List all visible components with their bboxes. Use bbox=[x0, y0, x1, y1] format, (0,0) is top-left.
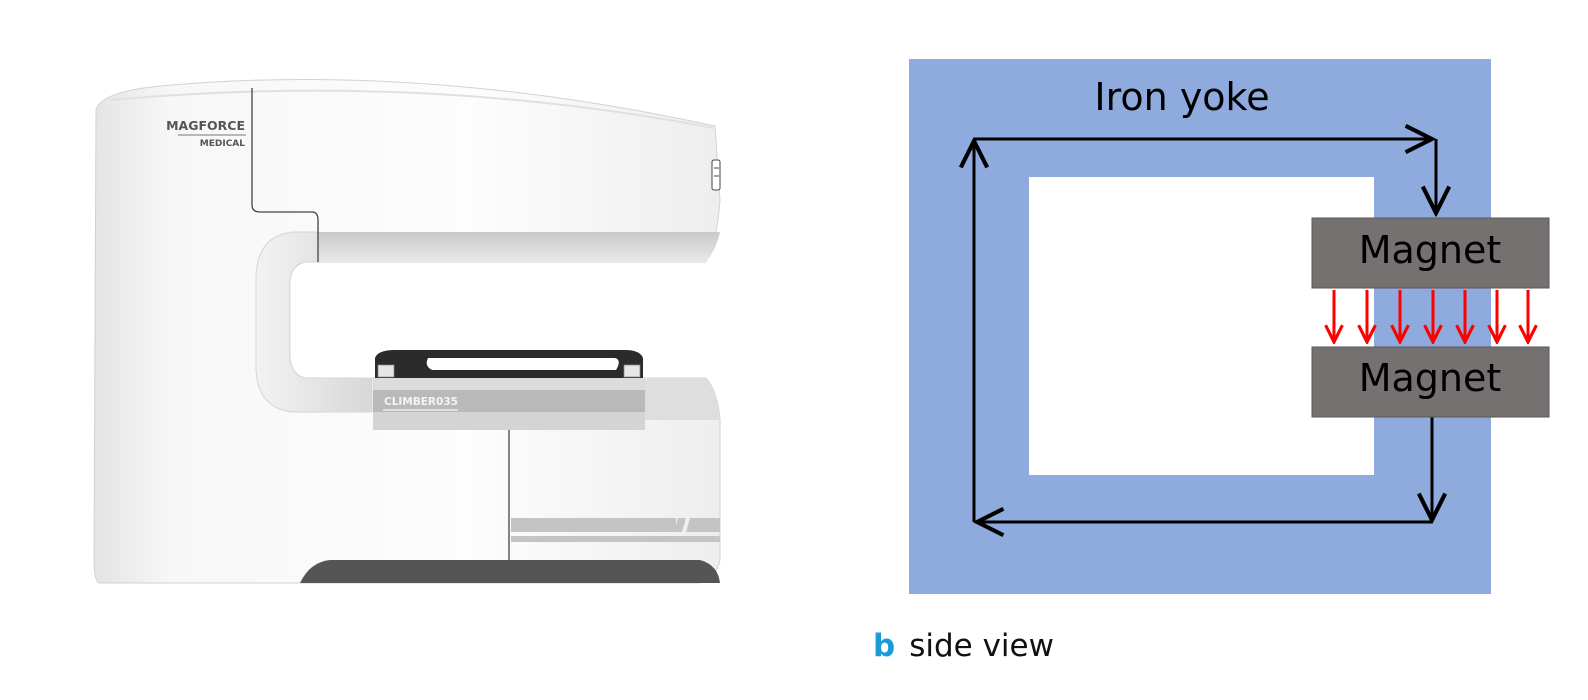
magnet-bottom bbox=[1311, 346, 1550, 418]
brand-magforce: MAGFORCE bbox=[166, 118, 245, 133]
figure-caption: b side view bbox=[873, 628, 1054, 664]
flux-path bbox=[974, 139, 1436, 522]
seam-line bbox=[251, 88, 319, 262]
magnetic-field-arrows bbox=[1334, 290, 1528, 342]
mri-scanner-illustration: MAGFORCE MEDICAL CLIMBER035 bbox=[93, 78, 721, 584]
caption-text: side view bbox=[909, 628, 1054, 664]
caption-letter: b bbox=[873, 628, 896, 664]
iron-yoke-label: Iron yoke bbox=[1094, 75, 1269, 119]
front-panel-icon bbox=[711, 159, 721, 191]
magnet-top bbox=[1311, 217, 1550, 289]
magnet-bottom-label: Magnet bbox=[1359, 356, 1502, 400]
magnet-top-label: Magnet bbox=[1359, 228, 1502, 272]
yoke-diagram: Iron yoke Magnet Magnet bbox=[909, 59, 1550, 594]
model-label: CLIMBER035 bbox=[384, 396, 458, 408]
upper-underside bbox=[318, 232, 720, 262]
scanner-body bbox=[93, 78, 721, 584]
brand-medical: MEDICAL bbox=[200, 139, 245, 149]
